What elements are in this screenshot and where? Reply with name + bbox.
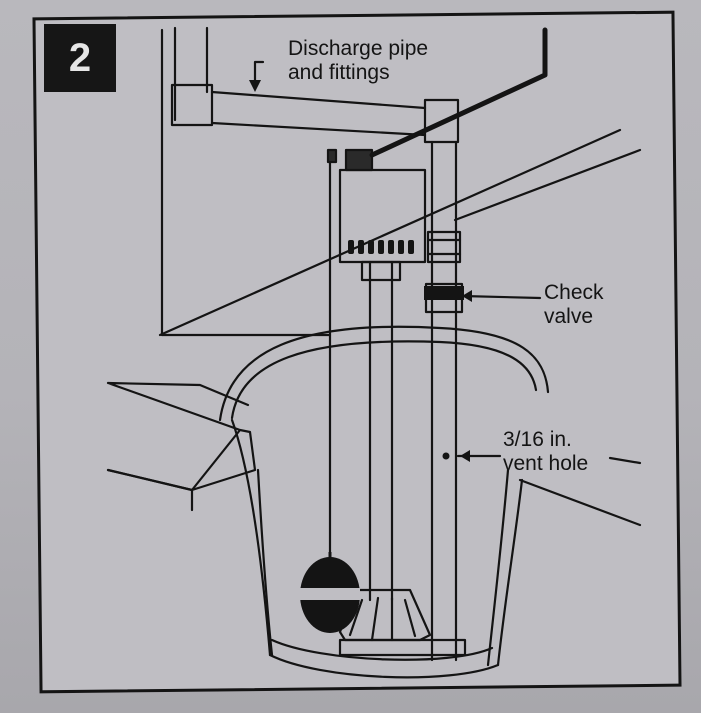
discharge-leader — [253, 60, 265, 88]
pump-slots — [348, 240, 414, 254]
discharge-label-line1: Discharge pipe — [288, 37, 429, 60]
pump-cap — [344, 148, 374, 172]
basin-floor — [268, 653, 500, 679]
floor-back-line — [453, 148, 642, 222]
check-leader — [460, 294, 542, 300]
vent-hole — [442, 452, 450, 460]
basin-wall-right — [496, 478, 524, 667]
vent-arrowhead — [460, 450, 470, 462]
basin-rim-inner — [230, 340, 538, 420]
slab-block — [106, 381, 257, 492]
basin-wall-left — [230, 418, 272, 657]
floor-right-line — [518, 478, 642, 527]
check-label-line1: Check — [544, 281, 604, 304]
basin-rim-outer — [218, 325, 550, 422]
pump-head — [338, 168, 427, 264]
check-valve-label: Check valve — [544, 281, 604, 329]
discharge-pipe-vertical — [173, 26, 209, 122]
vent-label-line2: vent hole — [503, 452, 589, 475]
basin-bottom-footing — [338, 638, 467, 657]
power-cord — [369, 27, 548, 158]
discharge-pipe-horizontal — [210, 90, 427, 137]
discharge-label: Discharge pipe and fittings — [288, 37, 428, 85]
pump-shaft-collar — [360, 260, 402, 282]
floor-diagonal — [158, 128, 622, 337]
check-label-line2: valve — [544, 305, 594, 328]
step-number-badge: 2 — [44, 24, 116, 92]
check-arrowhead — [462, 290, 472, 302]
discharge-pipe-down — [430, 140, 458, 662]
vent-side-line — [608, 456, 642, 465]
discharge-arrowhead — [249, 80, 261, 92]
vent-hole-label: 3/16 in. vent hole — [503, 428, 588, 476]
vent-label-line1: 3/16 in. — [503, 428, 572, 451]
check-valve-band — [424, 286, 464, 300]
check-valve-body — [424, 282, 464, 314]
basin-wall-left-inner — [256, 468, 274, 657]
pump-shaft — [368, 260, 394, 602]
discharge-label-line2: and fittings — [288, 61, 390, 84]
basin-wall-right-inner — [486, 468, 510, 667]
discharge-elbow-left — [170, 83, 214, 127]
coupling — [426, 230, 462, 264]
